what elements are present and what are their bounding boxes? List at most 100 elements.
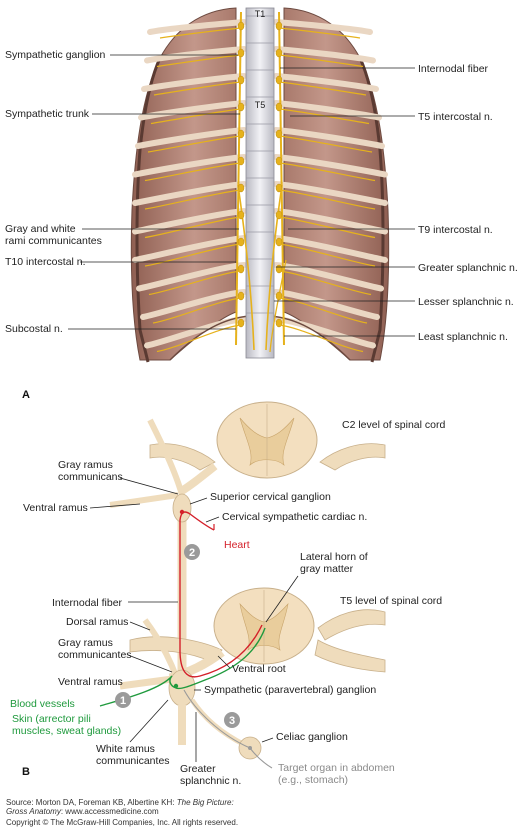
label-internodal-fiber: Internodal fiber <box>418 63 489 75</box>
left-sympathetic-trunk <box>235 11 242 346</box>
thoracic-cage-illustration: T1 T5 <box>130 7 390 363</box>
intercostal-nerve-left <box>144 243 242 267</box>
rib-left <box>138 100 247 121</box>
panel-a-labels: Sympathetic ganglion Sympathetic trunk G… <box>5 49 518 401</box>
intercostal-nerve-left <box>159 27 242 39</box>
intercostal-nerve-right <box>278 27 361 39</box>
intercostal-nerve-right <box>278 81 367 96</box>
intercostal-nerve-right <box>278 324 364 353</box>
c2-cord-section <box>109 401 386 508</box>
panel-a-letter: A <box>22 389 30 401</box>
vertebra-t5-label: T5 <box>255 100 266 110</box>
cardiac-pathway <box>179 511 263 678</box>
label-t5-intercostal: T5 intercostal n. <box>418 111 493 123</box>
rib-right <box>273 235 388 263</box>
greater-splanchnic-nerve-right <box>265 184 283 351</box>
label-blood-vessels: Blood vessels <box>10 698 75 710</box>
label-ventral-ramus-bottom: Ventral ramus <box>58 676 123 688</box>
left-ribs <box>132 19 247 349</box>
label-target-organ: Target organ in abdomen(e.g., stomach) <box>278 762 395 786</box>
svg-text:3: 3 <box>229 715 235 727</box>
intercostal-nerve-right <box>278 189 376 210</box>
label-celiac-ganglion: Celiac ganglion <box>276 731 348 743</box>
intercostal-nerve-right <box>278 162 376 182</box>
label-t10-intercostal: T10 intercostal n. <box>5 256 86 268</box>
svg-text:2: 2 <box>189 547 195 559</box>
rib-right <box>273 181 388 206</box>
label-ventral-root: Ventral root <box>232 663 286 675</box>
label-cervical-cardiac: Cervical sympathetic cardiac n. <box>222 511 367 523</box>
rib-left <box>132 181 247 206</box>
intercostal-nerve-left <box>156 324 242 353</box>
intercostal-nerve-right <box>278 297 368 324</box>
label-heart: Heart <box>224 539 250 551</box>
rib-right <box>273 208 388 235</box>
intercostal-nerve-right <box>278 270 372 296</box>
rib-left <box>140 289 247 320</box>
rib-right <box>273 289 380 320</box>
rib-left <box>135 127 247 149</box>
intercostal-nerve-left <box>144 162 242 182</box>
intercostal-nerve-left <box>150 108 242 125</box>
rib-right <box>273 73 379 92</box>
rib-left <box>132 208 247 235</box>
label-dorsal-ramus: Dorsal ramus <box>66 616 128 628</box>
intercostal-nerves <box>144 27 376 353</box>
rib-left <box>147 19 247 35</box>
label-sympathetic-ganglion: Sympathetic ganglion <box>5 49 106 61</box>
marker-2: 2 <box>184 544 200 560</box>
marker-3: 3 <box>224 712 240 728</box>
panel-b-letter: B <box>22 766 30 778</box>
label-paravertebral-ganglion: Sympathetic (paravertebral) ganglion <box>204 684 376 696</box>
intercostal-nerve-right <box>278 54 364 68</box>
label-greater-splanchnic: Greater splanchnic n. <box>418 262 518 274</box>
label-lesser-splanchnic: Lesser splanchnic n. <box>418 296 514 308</box>
vertebral-column <box>245 7 275 359</box>
label-ventral-ramus-top: Ventral ramus <box>23 502 88 514</box>
intercostal-nerve-right <box>278 216 376 239</box>
greater-splanchnic-nerve-left <box>237 184 255 351</box>
intercostal-nerve-left <box>147 135 242 153</box>
intercostal-nerve-left <box>144 216 242 239</box>
marker-1: 1 <box>115 692 131 708</box>
source-credit: Source: Morton DA, Foreman KB, Albertine… <box>6 798 234 816</box>
intercostal-nerve-left <box>153 81 242 96</box>
rib-right <box>273 127 385 149</box>
copyright-notice: Copyright © The McGraw-Hill Companies, I… <box>6 818 239 827</box>
rib-right <box>273 46 376 64</box>
right-sympathetic-trunk <box>278 11 285 346</box>
rib-right <box>273 154 388 178</box>
label-superior-cervical-ganglion: Superior cervical ganglion <box>210 491 331 503</box>
rib-left <box>141 73 247 92</box>
spinal-cord-schematic: 2 1 3 <box>99 401 386 769</box>
abdominal-pathway <box>183 689 273 769</box>
label-t5-level: T5 level of spinal cord <box>340 595 442 607</box>
rib-right <box>273 19 373 35</box>
label-internodal-fiber-b: Internodal fiber <box>52 597 123 609</box>
rib-left <box>144 46 247 64</box>
label-subcostal: Subcostal n. <box>5 323 63 335</box>
vertebrae <box>246 15 274 314</box>
label-sympathetic-trunk: Sympathetic trunk <box>5 108 90 120</box>
intercostal-nerve-left <box>152 297 242 324</box>
rib-left <box>132 235 247 263</box>
label-least-splanchnic: Least splanchnic n. <box>418 331 508 343</box>
superior-cervical-ganglion <box>172 493 192 523</box>
rib-left <box>132 154 247 178</box>
intercostal-nerve-left <box>144 189 242 210</box>
intercostal-nerve-left <box>156 54 242 68</box>
label-c2-level: C2 level of spinal cord <box>342 419 445 431</box>
rib-left <box>136 262 247 292</box>
intercostal-nerve-right <box>278 243 376 267</box>
label-t9-intercostal: T9 intercostal n. <box>418 224 493 236</box>
svg-text:1: 1 <box>120 695 126 707</box>
